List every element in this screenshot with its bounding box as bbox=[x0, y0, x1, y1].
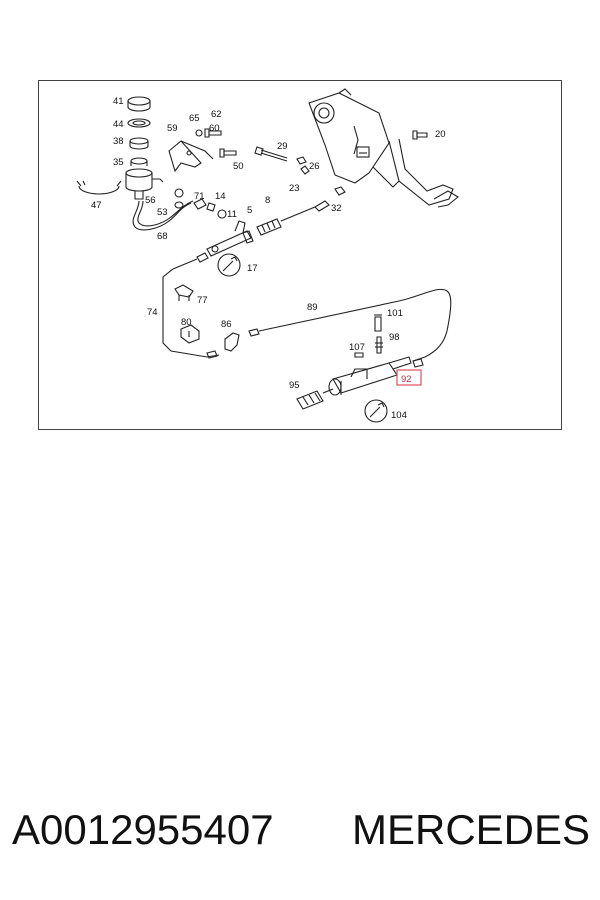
bracket-59 bbox=[168, 140, 214, 173]
nut-26 bbox=[296, 156, 307, 165]
master-cylinder-5 bbox=[206, 220, 254, 257]
callout-20: 20 bbox=[435, 129, 446, 140]
bolt-29 bbox=[254, 146, 288, 162]
callout-44: 44 bbox=[113, 119, 124, 130]
callout-101: 101 bbox=[387, 308, 403, 319]
callout-50: 50 bbox=[233, 161, 244, 172]
clamp-53 bbox=[174, 201, 184, 209]
callout-62: 62 bbox=[211, 109, 222, 120]
callout-26: 26 bbox=[309, 161, 320, 172]
fork-23 bbox=[300, 165, 310, 175]
seal-44 bbox=[127, 118, 151, 128]
callout-23: 23 bbox=[289, 183, 300, 194]
bleeder-101 bbox=[374, 314, 382, 332]
pipe-74 bbox=[162, 252, 220, 359]
callout-59: 59 bbox=[167, 123, 178, 134]
callout-41: 41 bbox=[113, 96, 124, 107]
callout-8: 8 bbox=[265, 195, 270, 206]
callout-89: 89 bbox=[307, 302, 318, 313]
pedal-assembly bbox=[308, 88, 459, 208]
callout-86: 86 bbox=[221, 319, 232, 330]
callout-11: 11 bbox=[227, 209, 237, 220]
callout-32: 32 bbox=[331, 203, 342, 214]
callout-56: 56 bbox=[145, 195, 156, 206]
callout-77: 77 bbox=[197, 295, 208, 306]
callout-95: 95 bbox=[289, 380, 300, 391]
callout-74: 74 bbox=[147, 307, 158, 318]
fitting-14 bbox=[206, 202, 216, 212]
bolt-65-62 bbox=[195, 128, 222, 138]
reservoir-35 bbox=[125, 157, 164, 200]
filter-38 bbox=[129, 137, 149, 150]
parts-diagram: 41 44 38 35 65 62 59 60 50 29 26 23 20 4… bbox=[38, 80, 562, 430]
callout-53: 53 bbox=[157, 207, 168, 218]
part-number: A0012955407 bbox=[12, 806, 274, 853]
bleeder-98 bbox=[375, 336, 383, 354]
clamp-47 bbox=[76, 180, 122, 195]
callout-14: 14 bbox=[215, 191, 226, 202]
boot-8 bbox=[256, 218, 282, 236]
part-caption: A0012955407 MERCEDES bbox=[0, 800, 600, 860]
bolt-50 bbox=[219, 148, 237, 158]
torque-symbol-17 bbox=[217, 253, 241, 277]
callout-60: 60 bbox=[209, 123, 220, 134]
callout-38: 38 bbox=[113, 136, 124, 147]
pipe-89 bbox=[248, 288, 452, 368]
torque-symbol-104 bbox=[364, 399, 388, 423]
callout-71: 71 bbox=[194, 191, 205, 202]
clip-80 bbox=[180, 324, 200, 344]
bracket-77 bbox=[174, 284, 194, 301]
pushrod bbox=[280, 200, 330, 222]
callout-92: 92 bbox=[401, 374, 412, 385]
callout-80: 80 bbox=[181, 317, 192, 328]
callout-98: 98 bbox=[389, 332, 400, 343]
diagram-drawing: 41 44 38 35 65 62 59 60 50 29 26 23 20 4… bbox=[76, 88, 459, 423]
bolt-20 bbox=[412, 130, 428, 140]
callout-107: 107 bbox=[349, 342, 365, 353]
bracket-86 bbox=[224, 332, 240, 352]
slave-cylinder-92 bbox=[328, 356, 412, 396]
nut-32 bbox=[334, 186, 346, 196]
bolt-107 bbox=[354, 352, 364, 358]
callout-68: 68 bbox=[157, 231, 168, 242]
reservoir-cap-41 bbox=[127, 96, 151, 112]
ring-11 bbox=[217, 209, 227, 219]
boot-95 bbox=[296, 388, 334, 410]
highlight-92 bbox=[396, 369, 422, 386]
callout-35: 35 bbox=[113, 157, 124, 168]
callout-65: 65 bbox=[189, 113, 200, 124]
brand-name: MERCEDES bbox=[352, 806, 591, 853]
fitting-71 bbox=[193, 198, 207, 210]
clamp-56 bbox=[174, 188, 184, 198]
callout-47: 47 bbox=[91, 200, 102, 211]
callout-17: 17 bbox=[247, 263, 258, 274]
callout-104: 104 bbox=[391, 410, 407, 421]
callout-29: 29 bbox=[277, 141, 288, 152]
callout-5: 5 bbox=[247, 205, 252, 216]
